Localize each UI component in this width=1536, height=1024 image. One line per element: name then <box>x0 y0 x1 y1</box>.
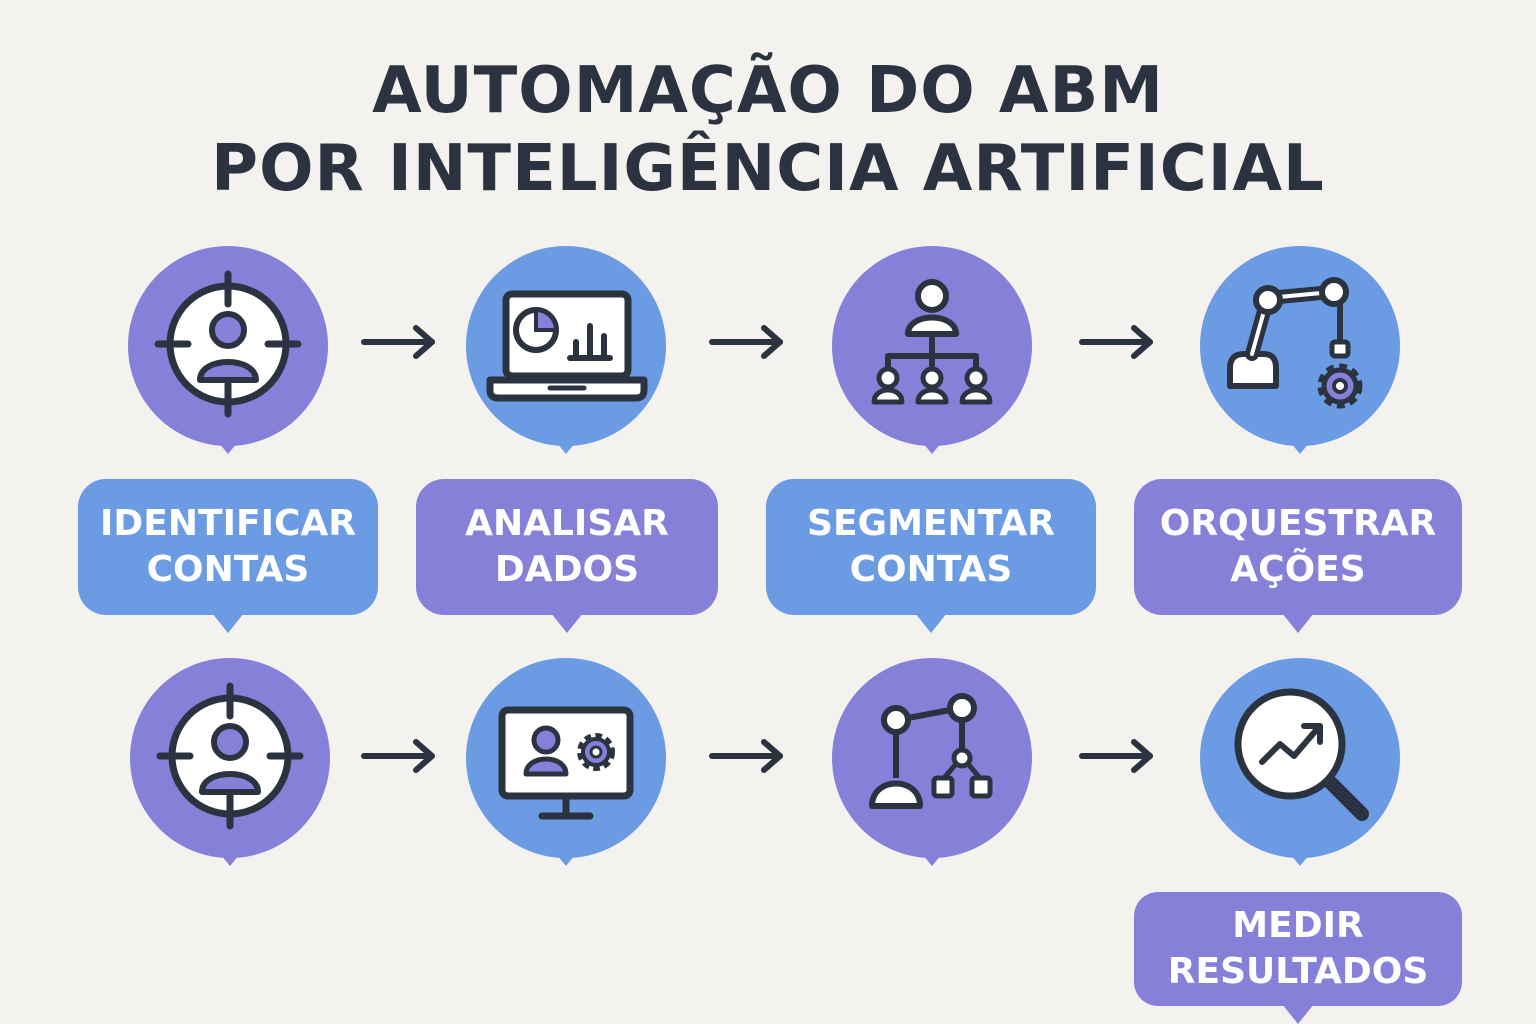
arrow-3-to-4 <box>1078 322 1158 362</box>
step-5-pin <box>130 658 330 866</box>
page-title: AUTOMAÇÃO DO ABM POR INTELIGÊNCIA ARTIFI… <box>0 52 1536 208</box>
label-segmentar-contas: SEGMENTAR CONTAS <box>766 479 1096 633</box>
label-line-2: CONTAS <box>146 549 310 590</box>
robotic-arm-gear-icon <box>1227 277 1363 409</box>
target-user-icon <box>156 682 304 830</box>
laptop-chart-icon <box>486 290 648 402</box>
arrow-7-to-8 <box>1078 736 1158 776</box>
arrow-right-icon <box>709 739 783 773</box>
magnifier-growth-icon <box>1234 688 1369 821</box>
arrow-right-icon <box>1079 739 1153 773</box>
label-line-2: DADOS <box>494 549 640 590</box>
label-line-1: SEGMENTAR <box>807 503 1055 544</box>
monitor-user-gear-icon <box>498 706 634 820</box>
label-medir-resultados: MEDIR RESULTADOS <box>1134 892 1462 1024</box>
arrow-5-to-6 <box>360 736 440 776</box>
step-6-pin <box>466 658 666 866</box>
step-2-pin <box>466 246 666 454</box>
title-line-2: POR INTELIGÊNCIA ARTIFICIAL <box>211 132 1325 206</box>
title-line-1: AUTOMAÇÃO DO ABM <box>372 54 1164 128</box>
arrow-1-to-2 <box>360 322 440 362</box>
arrow-6-to-7 <box>708 736 788 776</box>
workflow-network-icon <box>869 693 993 809</box>
step-8-pin <box>1200 658 1400 866</box>
arrow-right-icon <box>1079 325 1153 359</box>
arrow-right-icon <box>361 325 435 359</box>
arrow-right-icon <box>709 325 783 359</box>
label-line-2: RESULTADOS <box>1167 951 1429 992</box>
label-line-2: AÇÕES <box>1230 549 1366 590</box>
label-orquestrar-acoes: ORQUESTRAR AÇÕES <box>1134 479 1462 633</box>
label-line-1: ANALISAR <box>465 503 669 544</box>
target-user-icon <box>154 270 302 418</box>
label-line-1: ORQUESTRAR <box>1159 503 1437 544</box>
org-hierarchy-icon <box>871 279 993 405</box>
arrow-2-to-3 <box>708 322 788 362</box>
step-4-pin <box>1200 246 1400 454</box>
step-3-pin <box>832 246 1032 454</box>
label-line-1: IDENTIFICAR <box>100 503 356 544</box>
label-line-1: MEDIR <box>1232 905 1364 946</box>
arrow-right-icon <box>361 739 435 773</box>
step-1-pin <box>128 246 328 454</box>
label-analisar-dados: ANALISAR DADOS <box>416 479 718 633</box>
label-line-2: CONTAS <box>849 549 1013 590</box>
step-7-pin <box>832 658 1032 866</box>
label-identificar-contas: IDENTIFICAR CONTAS <box>78 479 378 633</box>
